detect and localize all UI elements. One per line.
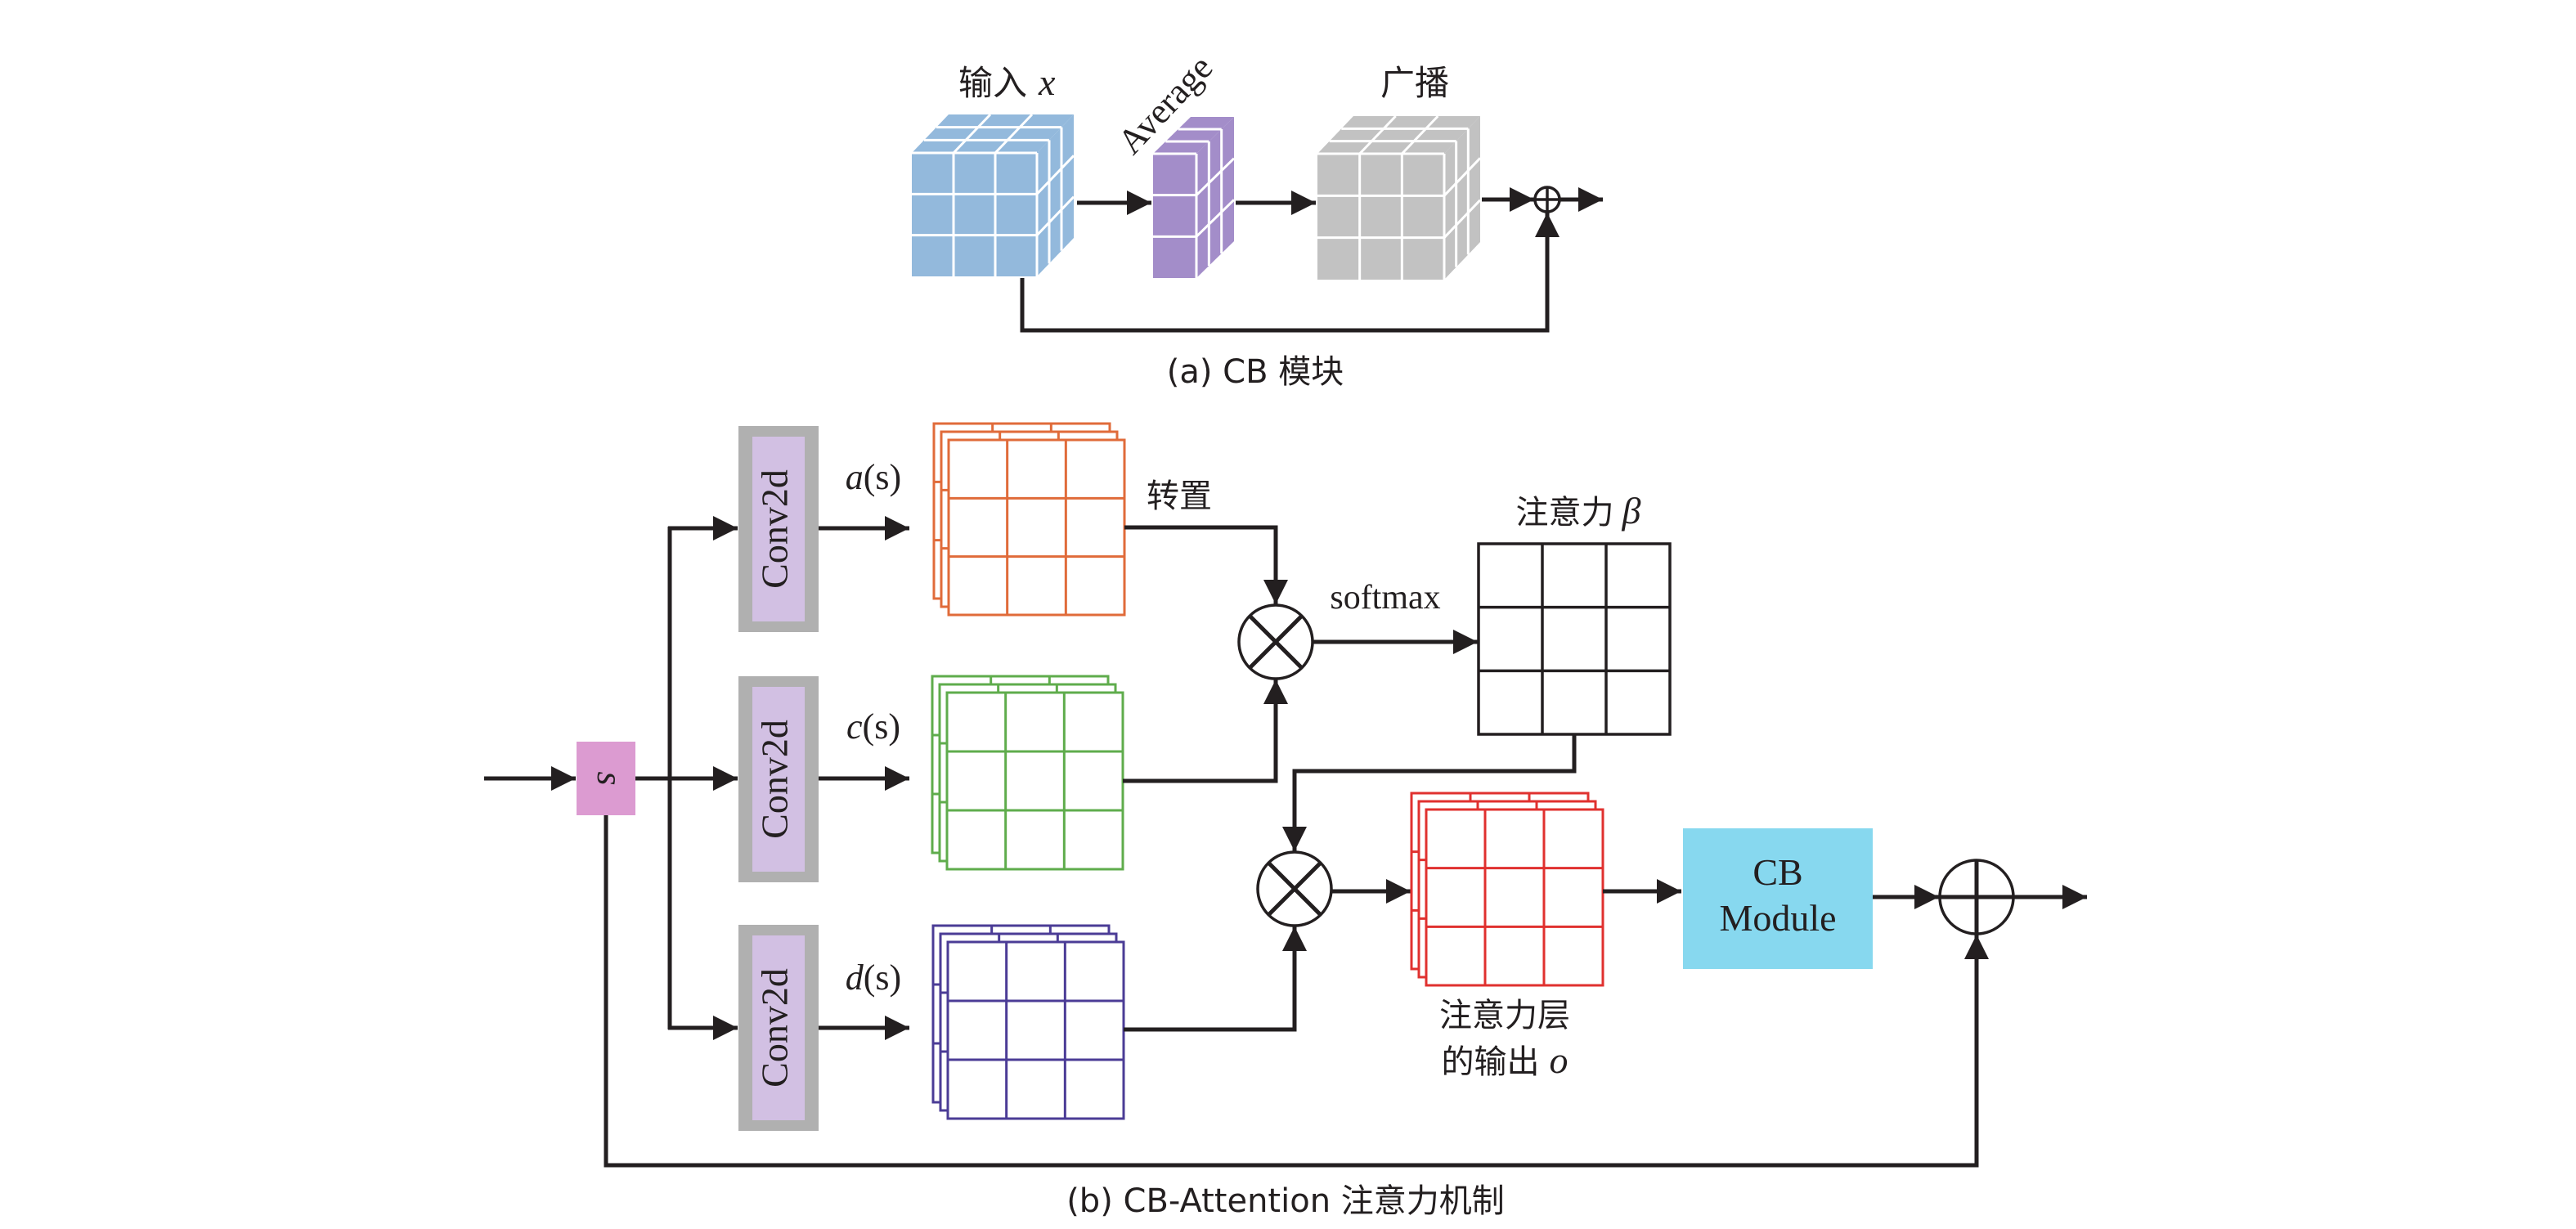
- add-operator-icon: [1533, 186, 1561, 213]
- input-cube-front: [912, 153, 1037, 276]
- cb-module-line2: Module: [1719, 897, 1836, 939]
- input-node-label: s: [590, 771, 630, 785]
- residual-skip-arrow: [604, 815, 1989, 1168]
- average-block: [1153, 117, 1236, 278]
- arrow-beta-to-multiply: [1282, 734, 1577, 851]
- cb-module-line1: CB: [1752, 851, 1802, 893]
- feature-map-d-layer-3: [946, 940, 1125, 1120]
- transpose-label: 转置: [1147, 478, 1212, 515]
- broadcast-cube: [1317, 114, 1482, 280]
- softmax-label: softmax: [1330, 579, 1440, 617]
- attention-output-layer-3: [1425, 808, 1604, 987]
- average-block-side: [1196, 117, 1234, 278]
- attention-output-grid: [1410, 792, 1604, 987]
- conv2d-block-3: Conv2d: [738, 925, 819, 1131]
- output-label-line1: 注意力层: [1439, 997, 1570, 1034]
- conv2d-body: [752, 687, 805, 872]
- conv2d-body: [752, 935, 805, 1120]
- label-c-s: c(s): [846, 706, 900, 747]
- arrow-c-to-multiply: [1123, 680, 1288, 783]
- average-block-top: [1153, 117, 1234, 154]
- input-node-s: [577, 742, 635, 815]
- panel-a-caption: (a) CB 模块: [1167, 353, 1344, 391]
- conv2d-block-1: Conv2d: [738, 426, 819, 632]
- broadcast-cube-side: [1444, 116, 1480, 280]
- label-a-s: a(s): [846, 457, 901, 497]
- conv2d-label: Conv2d: [754, 968, 796, 1088]
- add-operator-icon: [1938, 859, 2015, 935]
- feature-map-c-layer-3: [945, 691, 1124, 871]
- conv2d-label: Conv2d: [754, 720, 796, 839]
- panel-b-caption: (b) CB-Attention 注意力机制: [1066, 1182, 1505, 1220]
- multiply-operator-icon: [1256, 850, 1333, 927]
- broadcast-cube-front: [1317, 154, 1444, 280]
- input-cube-top: [912, 114, 1074, 153]
- feature-map-d: [931, 924, 1125, 1120]
- beta-grid-frame: [1477, 542, 1672, 736]
- conv2d-label: Conv2d: [754, 469, 796, 589]
- broadcast-cube-top: [1317, 116, 1480, 154]
- multiply-operator-icon: [1237, 603, 1314, 680]
- skip-connection-arrow: [1020, 213, 1560, 333]
- conv2d-body: [752, 437, 805, 621]
- average-block-front: [1153, 154, 1196, 278]
- label-d-s: d(s): [846, 958, 901, 998]
- arrow-d-to-multiply: [1124, 926, 1307, 1032]
- input-cube: [912, 113, 1075, 276]
- arrow-transpose: [1124, 525, 1288, 604]
- attention-beta-grid: [1477, 542, 1672, 736]
- broadcast-label: 广播: [1380, 63, 1449, 103]
- feature-map-a: [932, 422, 1126, 617]
- cb-module-block: CB Module: [1683, 828, 1873, 969]
- feature-map-c: [931, 675, 1124, 871]
- feature-map-a-layer-3: [947, 438, 1126, 617]
- input-cube-side: [1037, 114, 1074, 276]
- conv2d-block-2: Conv2d: [738, 676, 819, 882]
